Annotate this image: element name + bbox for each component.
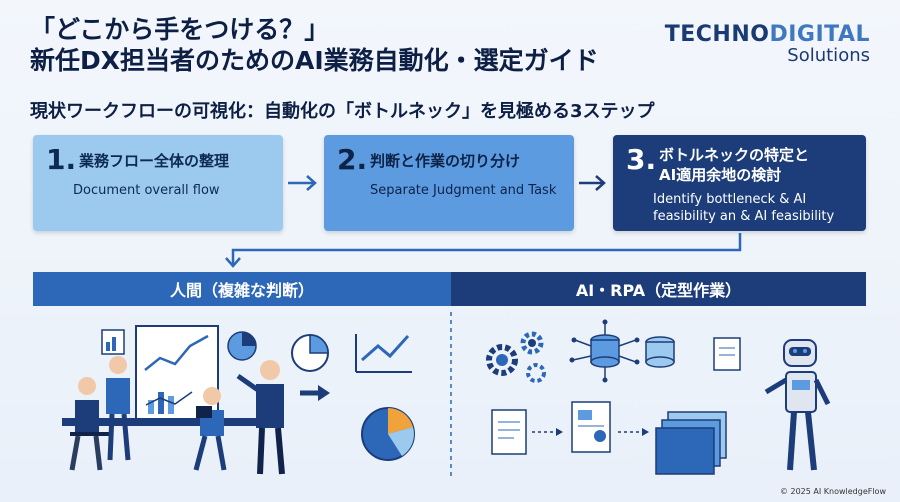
ai-section-header: AI・RPA（定型作業）: [451, 272, 866, 306]
person-presenting-icon: [236, 360, 285, 475]
file-stack-icon: [655, 411, 727, 475]
pie-chart-orange-icon: [361, 407, 415, 461]
document-icon: [713, 337, 741, 371]
section-subtitle: 現状ワークフローの可視化：自動化の「ボトルネック」を見極める3ステップ: [30, 101, 655, 122]
step-3-number: 3.: [626, 143, 657, 176]
step-1-description: Document overall flow: [73, 183, 220, 198]
title-line-1: 「どこから手をつける？」: [30, 15, 330, 44]
step-3-title: ボトルネックの特定と AI適用余地の検討: [659, 145, 809, 185]
human-section-header: 人間（複雑な判断）: [33, 272, 451, 306]
step-2-number: 2.: [337, 143, 368, 176]
document-icon: [491, 409, 527, 455]
step-2-card: 2. 判断と作業の切り分け Separate Judgment and Task: [324, 135, 574, 231]
database-icon: [645, 336, 675, 368]
step-3-card: 3. ボトルネックの特定と AI適用余地の検討 Identify bottlen…: [613, 135, 866, 231]
gear-icon: [526, 363, 546, 383]
arrow-dashed-icon: [618, 428, 649, 436]
report-document-icon: [571, 401, 611, 453]
arrow-right-icon: [300, 385, 330, 401]
step-3-title-line-2: AI適用余地の検討: [659, 166, 782, 184]
step-3-description: Identify bottleneck & AI feasibility an …: [653, 192, 835, 224]
return-arrow-icon: [225, 233, 742, 268]
circuit-database-icon: [569, 319, 640, 383]
pie-chart-outline-icon: [291, 334, 329, 372]
robot-icon: [764, 339, 831, 471]
step-3-title-line-1: ボトルネックの特定と: [659, 146, 810, 164]
step-1-card: 1. 業務フロー全体の整理 Document overall flow: [33, 135, 283, 231]
page-title: 「どこから手をつける？」 新任DX担当者のためのAI業務自動化・選定ガイド: [30, 14, 599, 76]
growth-chart-icon: [355, 334, 412, 373]
gear-icon: [486, 344, 518, 376]
arrow-right-icon: [579, 175, 606, 191]
brand-digital: DIGITAL: [769, 22, 870, 47]
copyright: © 2025 AI KnowledgeFlow: [779, 487, 886, 496]
pie-chart-icon: [227, 331, 257, 361]
chart-bubble-icon: [101, 329, 125, 355]
brand-solutions: Solutions: [787, 45, 870, 66]
step-2-title: 判断と作業の切り分け: [370, 152, 521, 170]
step-1-number: 1.: [46, 143, 77, 176]
gear-icon: [520, 331, 544, 355]
person-icon: [193, 387, 227, 471]
arrow-right-icon: [288, 175, 317, 191]
title-line-2: 新任DX担当者のためのAI業務自動化・選定ガイド: [30, 46, 599, 75]
brand-techno: TECHNO: [664, 22, 770, 47]
person-icon: [106, 356, 131, 461]
step-2-description: Separate Judgment and Task: [370, 183, 557, 198]
arrow-dashed-icon: [532, 428, 563, 436]
desk: [62, 418, 262, 426]
brand-logo: TECHNODIGITAL Solutions: [665, 22, 870, 66]
step-1-title: 業務フロー全体の整理: [79, 152, 230, 170]
